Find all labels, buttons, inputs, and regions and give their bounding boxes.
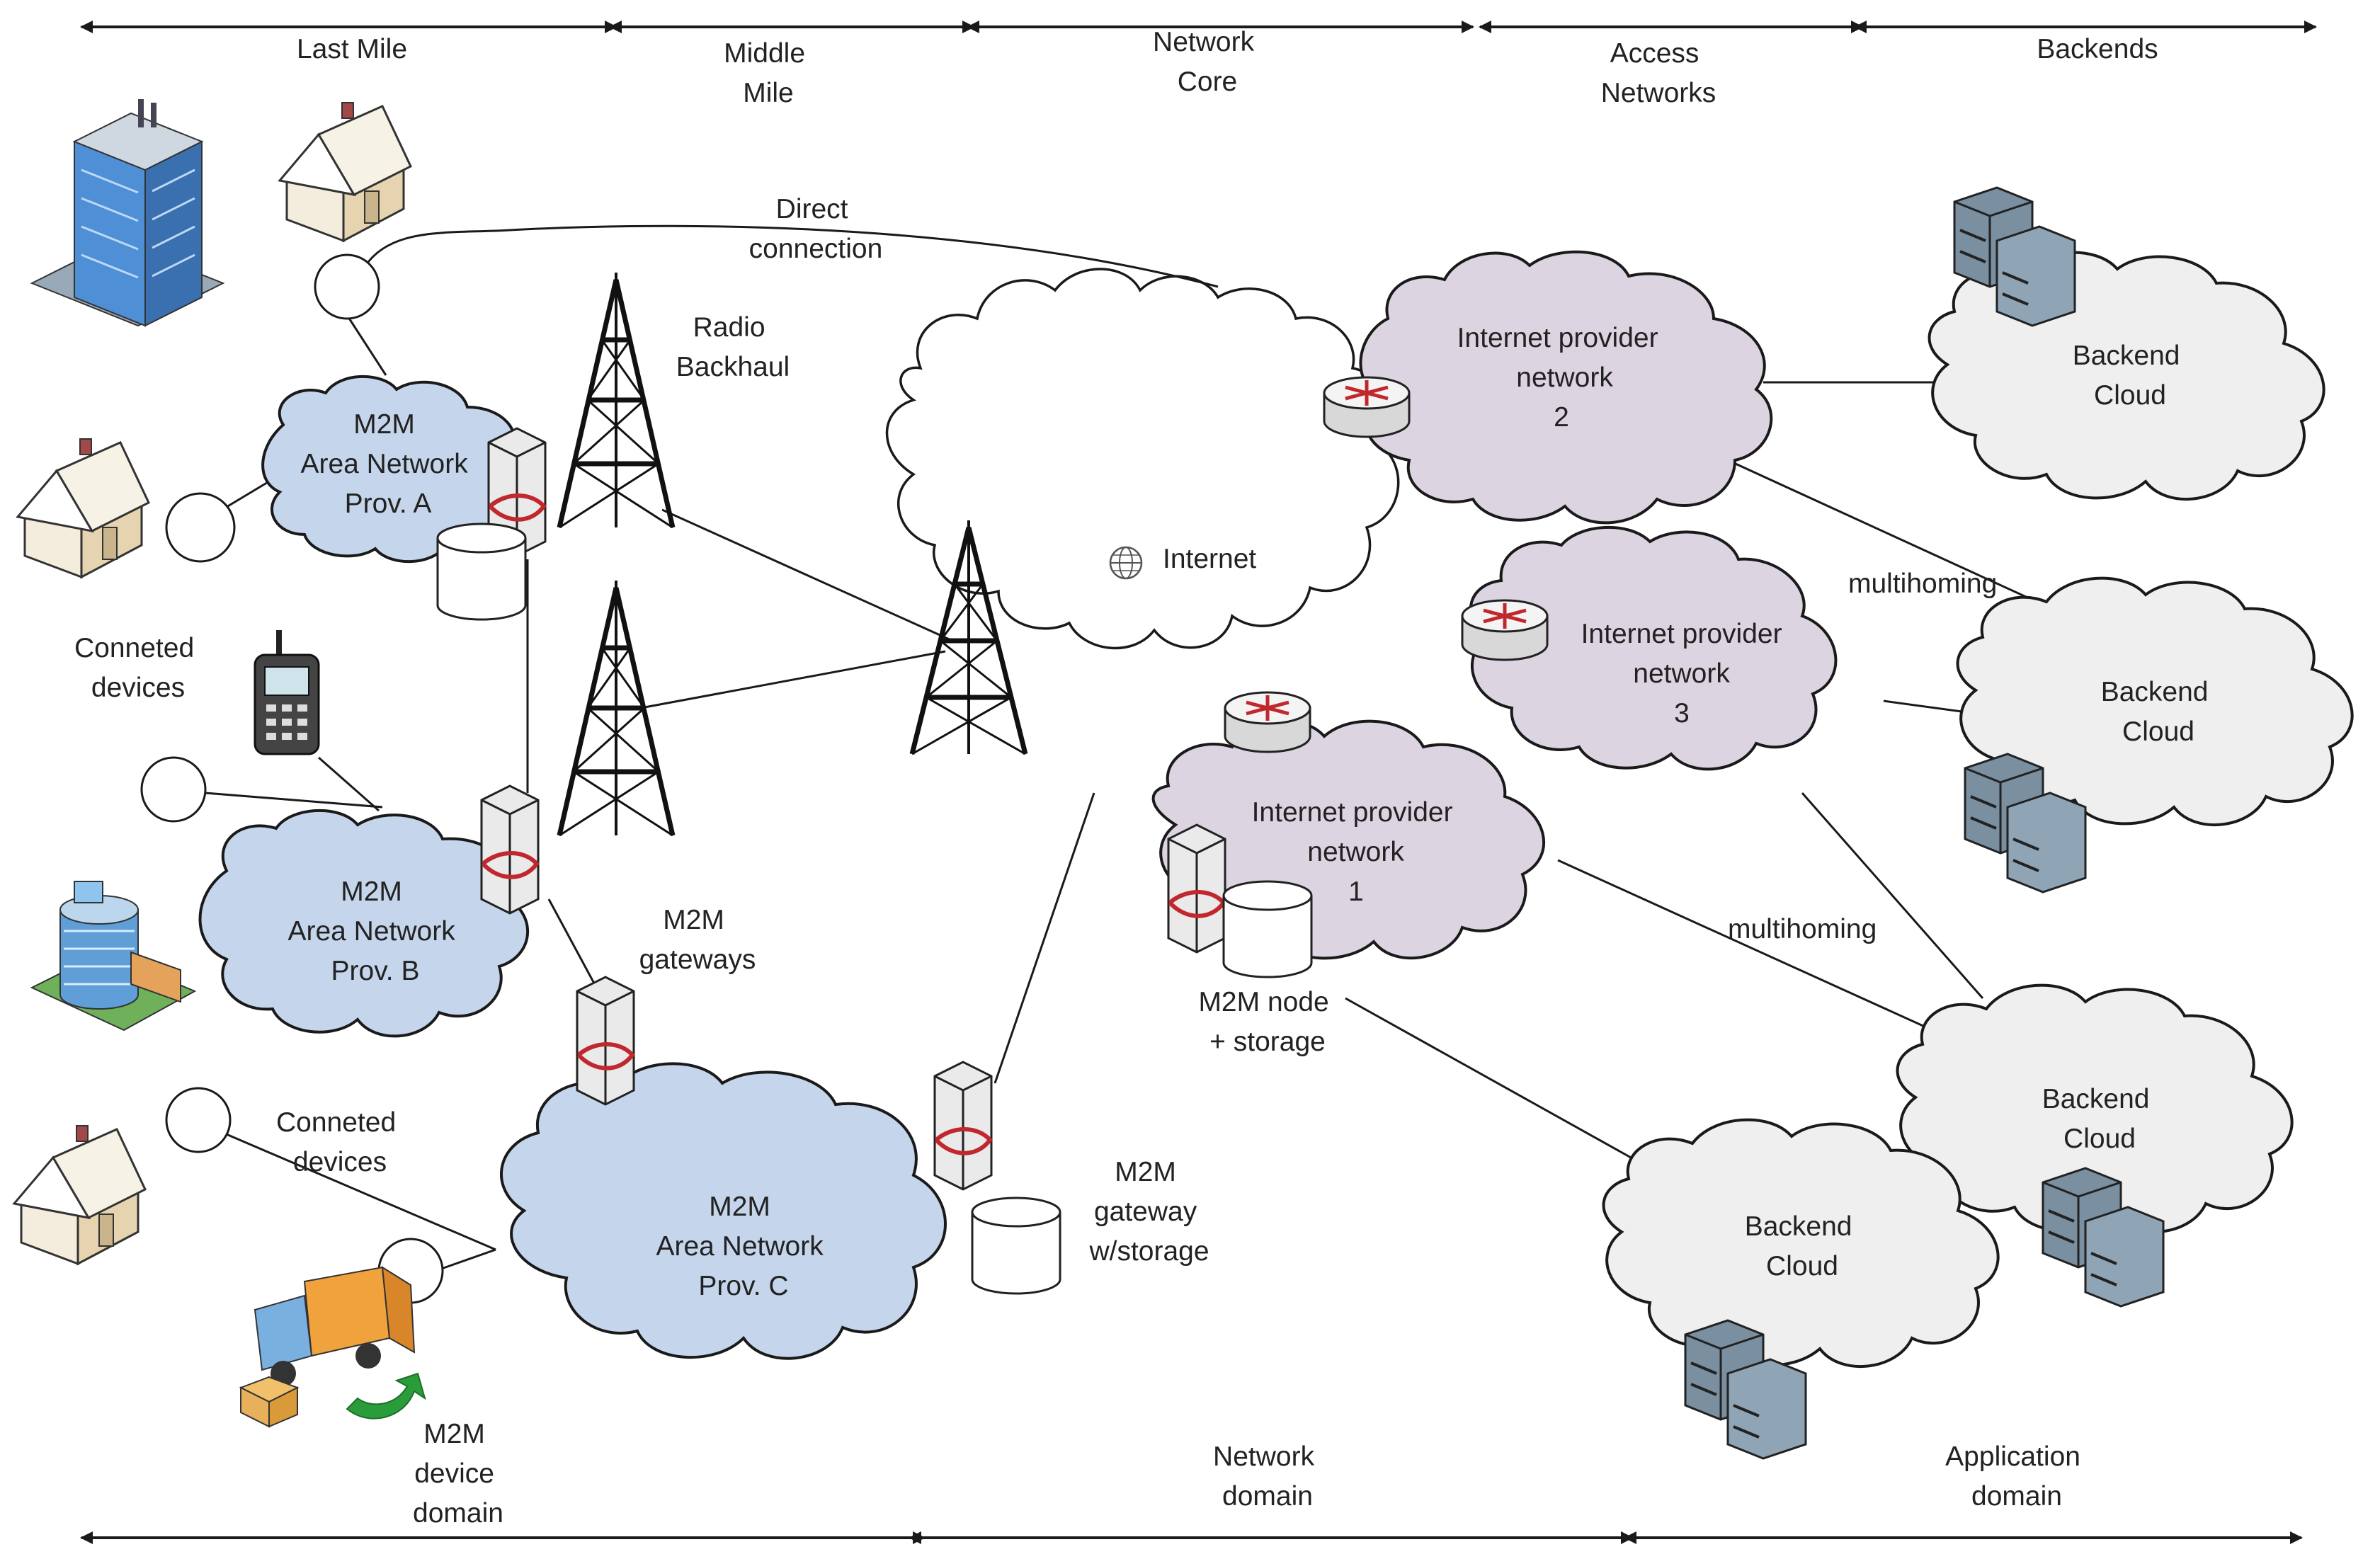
provider-network-3: Internet provider network 3 xyxy=(1469,525,1838,771)
internet-cloud: Internet xyxy=(885,268,1400,650)
device-node xyxy=(165,1087,232,1153)
internet-label: Internet xyxy=(1163,544,1256,574)
gateway-server-icon xyxy=(1167,823,1226,954)
gateway-server-icon xyxy=(576,976,635,1106)
provider-network-2-label: Internet provider network 2 xyxy=(1457,323,1666,433)
provider-network-1-label: Internet provider network 1 xyxy=(1252,797,1461,907)
provider-network-3-label: Internet provider network 3 xyxy=(1581,619,1790,729)
backend-cloud-4-label: Backend Cloud xyxy=(1745,1211,1860,1281)
office-building-icon xyxy=(30,99,225,327)
area-network-b: M2M Area Network Prov. B xyxy=(198,809,530,1038)
globe-icon xyxy=(1109,546,1143,580)
storage-cylinder-icon xyxy=(1222,880,1313,978)
server-rack-icon xyxy=(1684,1319,1807,1460)
m2m-gateways-label: M2M gateways xyxy=(639,905,756,975)
device-nodes xyxy=(140,253,444,1304)
network-core-label: Network Core xyxy=(1153,27,1262,97)
server-rack-icon xyxy=(1964,753,2087,893)
router-icon xyxy=(1323,376,1411,438)
application-domain-label: Application domain xyxy=(1945,1441,2088,1512)
radio-backhaul-label: Radio Backhaul xyxy=(676,312,790,382)
backend-cloud-1: Backend Cloud xyxy=(1928,251,2325,501)
backend-cloud-2: Backend Cloud xyxy=(1956,576,2354,827)
storage-cylinder-icon xyxy=(436,522,527,621)
m2m-node-storage-label: M2M node + storage xyxy=(1198,987,1336,1057)
provider-network-2: Internet provider network 2 xyxy=(1359,250,1773,525)
backend-cloud-3-label: Backend Cloud xyxy=(2042,1084,2158,1154)
middle-mile-label: Middle Mile xyxy=(724,38,813,108)
m2m-gateway-storage-label: M2M gateway w/storage xyxy=(1088,1157,1209,1267)
backend-cloud-2-label: Backend Cloud xyxy=(2101,677,2216,747)
area-network-b-label: M2M Area Network Prov. B xyxy=(287,876,462,986)
multihoming-label: multihoming xyxy=(1848,569,1997,599)
device-node xyxy=(165,492,236,563)
mobile-phone-icon xyxy=(254,630,320,755)
storage-cylinder-icon xyxy=(971,1197,1061,1295)
backends-label: Backends xyxy=(2037,34,2158,64)
gateway-server-icon xyxy=(933,1061,993,1191)
server-rack-icon xyxy=(1953,186,2076,327)
radio-tower-icon xyxy=(909,520,1028,755)
device-domain-label: M2M device domain xyxy=(413,1419,503,1529)
backend-cloud-1-label: Backend Cloud xyxy=(2073,341,2188,411)
house-icon xyxy=(278,102,412,243)
area-network-c-label: M2M Area Network Prov. C xyxy=(656,1192,831,1301)
top-layer-labels: Last Mile Middle Mile Network Core Acces… xyxy=(297,27,2158,108)
house-icon xyxy=(16,438,150,579)
last-mile-label: Last Mile xyxy=(297,34,407,64)
server-rack-icon xyxy=(2042,1167,2165,1308)
area-network-c: M2M Area Network Prov. C xyxy=(499,1062,947,1360)
house-icon xyxy=(12,1125,147,1266)
area-network-a: M2M Area Network Prov. A xyxy=(261,375,530,564)
backend-cloud-4: Backend Cloud xyxy=(1602,1118,2000,1369)
radio-tower-icon xyxy=(557,273,676,529)
gateway-server-icon xyxy=(480,784,540,915)
router-icon xyxy=(1224,691,1311,753)
delivery-truck-icon xyxy=(239,1266,426,1428)
router-icon xyxy=(1461,599,1549,661)
device-node xyxy=(314,253,380,320)
office-tower-icon xyxy=(30,881,197,1032)
area-network-a-label: M2M Area Network Prov. A xyxy=(300,409,475,519)
multihoming-label: multihoming xyxy=(1728,914,1877,944)
connected-devices-label: Conneted devices xyxy=(276,1107,404,1177)
bottom-domain-labels: M2M device domain Network domain Applica… xyxy=(413,1419,2088,1529)
device-node xyxy=(140,756,207,823)
direct-connection-label: Direct connection xyxy=(749,194,883,264)
connected-devices-label: Conneted devices xyxy=(74,633,202,703)
radio-tower-icon xyxy=(557,581,676,837)
network-domain-label: Network domain xyxy=(1213,1441,1322,1512)
access-networks-label: Access Networks xyxy=(1601,38,1716,108)
